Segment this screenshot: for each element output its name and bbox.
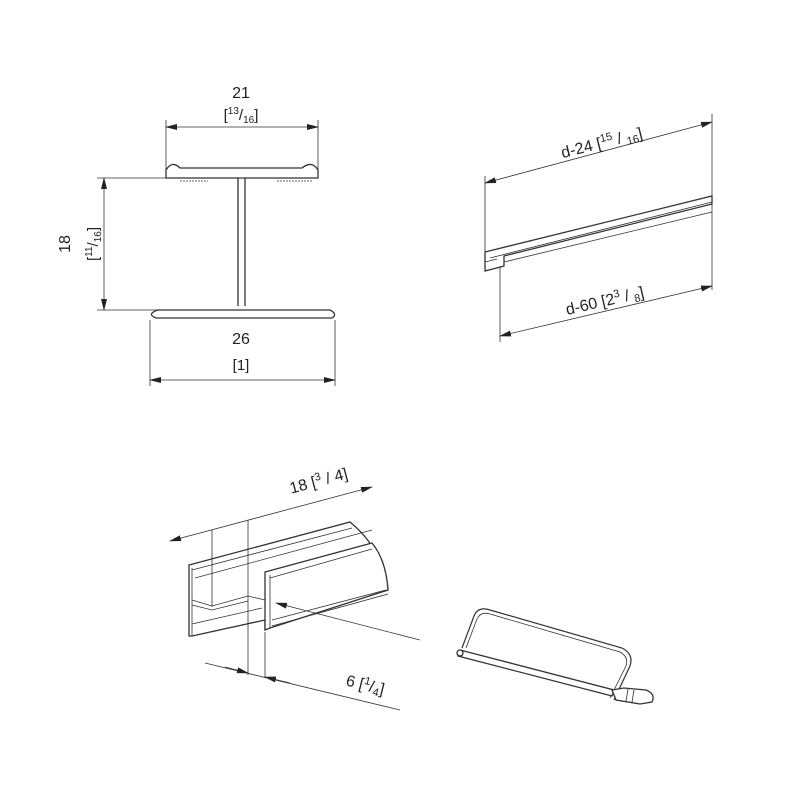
- fraction-numerator: 11: [84, 246, 95, 257]
- bottom-width-label: 26: [232, 331, 250, 348]
- front-plate-edges: [269, 548, 389, 628]
- fraction-numerator: 13: [228, 106, 240, 117]
- bottom-extension-lines: [149, 320, 336, 386]
- offset-arrow-left: [224, 666, 249, 674]
- offset-arrow-right: [264, 676, 291, 684]
- web: [237, 178, 246, 306]
- cut-width-label: 18 [3 / 4]: [287, 464, 349, 498]
- cut-extension-lines: [211, 520, 266, 678]
- top-width-inch-label: [13/16]: [224, 106, 259, 126]
- hacksaw-icon: [456, 608, 654, 705]
- height-inch-label: [11/16]: [84, 227, 104, 261]
- upper-length-dimension-line: [484, 121, 713, 184]
- saw-blade: [457, 649, 615, 697]
- saw-frame-inner: [465, 612, 628, 699]
- top-width-label: 21: [232, 85, 250, 102]
- bottom-width-inch-label: [1]: [233, 357, 250, 374]
- cut-offset-label: 6 [1/4]: [344, 671, 387, 701]
- cut-pointer-arrow: [275, 602, 421, 641]
- top-flange: [165, 163, 319, 179]
- rear-profile-edges: [191, 527, 373, 636]
- cut-view: 18 [3 / 4] 6 [1/4]: [169, 464, 421, 711]
- height-label: 18: [57, 235, 74, 253]
- length-view: d-24 [15 / 16] d-60 [23 / 8]: [484, 114, 713, 342]
- fraction-denominator: 16: [243, 115, 255, 126]
- saw-handle-grip: [625, 688, 635, 703]
- width-dimension-line: [169, 486, 373, 542]
- lower-length-dimension-line: [499, 285, 713, 337]
- bottom-flange: [150, 309, 336, 319]
- top-extension-lines: [165, 120, 319, 170]
- saw-frame: [461, 608, 632, 701]
- profile-strip: [484, 195, 713, 272]
- section-view: 21 [13/16] 18 [11/16] 26 [1]: [57, 85, 336, 386]
- profile-strip-edges: [484, 201, 713, 263]
- saw-wingnut: [456, 649, 464, 657]
- height-extension-lines: [97, 177, 238, 311]
- fraction-denominator: 16: [93, 231, 104, 243]
- upper-length-label: d-24 [15 / 16]: [559, 123, 645, 164]
- saw-handle: [611, 687, 654, 705]
- lower-length-label: d-60 [23 / 8]: [564, 282, 647, 320]
